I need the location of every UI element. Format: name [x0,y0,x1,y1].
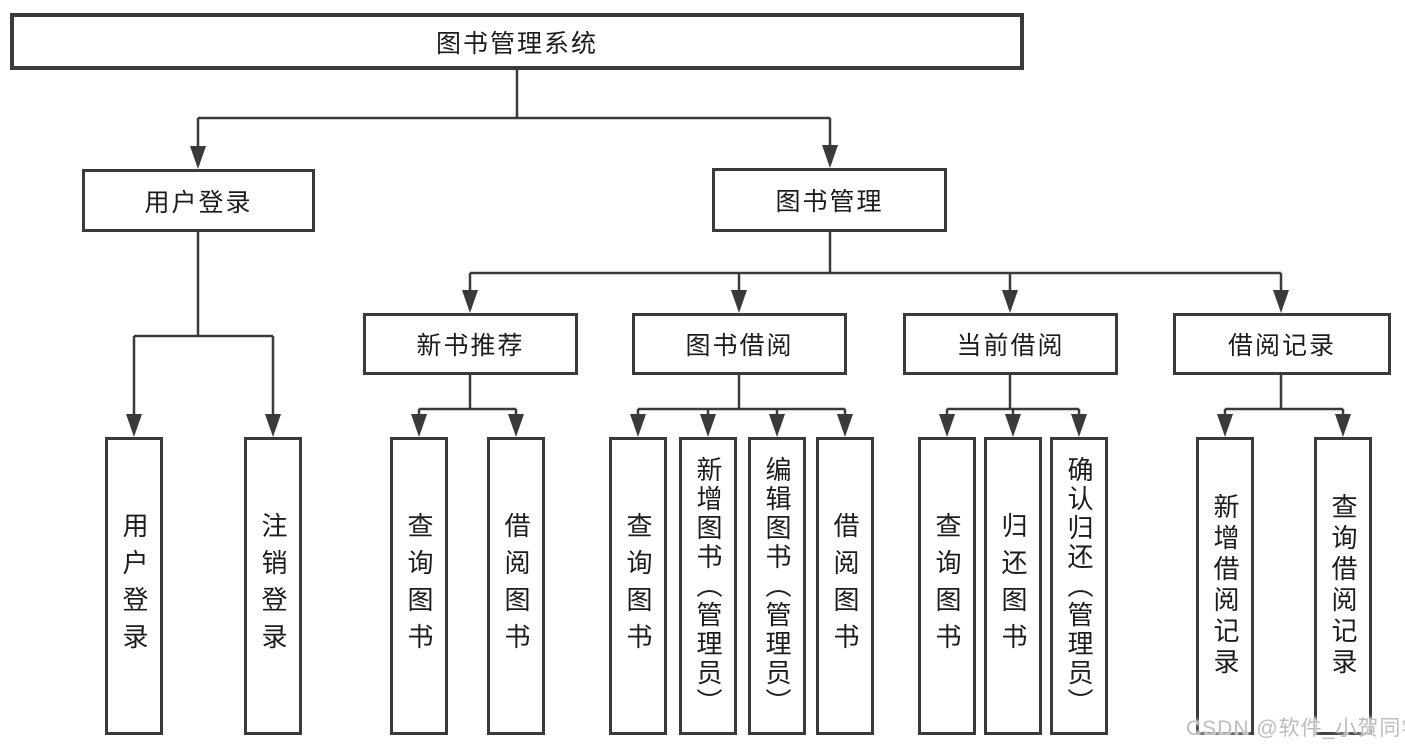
node-label: 借阅记录 [1227,332,1336,360]
leaf-query-borrow-record: 查询借阅记录 [1314,437,1372,735]
node-borrowing-records: 借阅记录 [1173,313,1391,375]
leaf-confirm-return-admin: 确认归还（管理员） [1050,437,1108,735]
leaf-label: 新增借阅记录 [1210,493,1240,679]
leaf-logout-login: 注销登录 [244,437,302,735]
node-current-borrowing: 当前借阅 [903,313,1118,375]
leaf-label: 注销登录 [258,512,288,660]
leaf-label: 查询图书 [623,512,653,660]
leaf-label: 新增图书（管理员） [693,455,723,717]
leaf-label: 借阅图书 [830,512,860,660]
leaf-query-books-recommend: 查询图书 [390,437,448,735]
csdn-watermark: CSDN @软件_小贺同学 [1186,717,1405,740]
leaf-label: 借阅图书 [501,512,531,660]
leaf-label: 用户登录 [119,512,149,660]
node-book-borrowing: 图书借阅 [632,313,847,375]
leaf-borrow-books: 借阅图书 [816,437,874,735]
leaf-label: 确认归还（管理员） [1064,455,1094,717]
node-root-label: 图书管理系统 [435,29,598,58]
leaf-edit-book-admin: 编辑图书（管理员） [748,437,806,735]
node-label: 用户登录 [144,188,253,217]
leaf-label: 查询图书 [932,512,962,660]
leaf-label: 查询图书 [404,512,434,660]
leaf-borrow-books-recommend: 借阅图书 [487,437,545,735]
arrowhead-icons [126,145,1351,437]
leaf-label: 编辑图书（管理员） [762,455,792,717]
node-label: 图书借阅 [685,332,794,360]
node-label: 图书管理 [775,188,884,216]
leaf-query-books-current: 查询图书 [918,437,976,735]
node-label: 新书推荐 [416,332,525,360]
node-label: 当前借阅 [956,332,1065,360]
connector-lines [132,69,1345,417]
node-book-management-branch: 图书管理 [712,168,947,232]
leaf-user-login: 用户登录 [105,437,163,735]
node-new-book-recommend: 新书推荐 [363,313,578,375]
leaf-query-books-borrowing: 查询图书 [609,437,667,735]
leaf-label: 查询借阅记录 [1328,493,1358,679]
leaf-return-book: 归还图书 [984,437,1042,735]
leaf-add-book-admin: 新增图书（管理员） [679,437,737,735]
leaf-label: 归还图书 [998,512,1028,660]
leaf-add-borrow-record: 新增借阅记录 [1196,437,1254,735]
node-root-system: 图书管理系统 [10,13,1024,70]
node-user-login-branch: 用户登录 [82,169,315,232]
